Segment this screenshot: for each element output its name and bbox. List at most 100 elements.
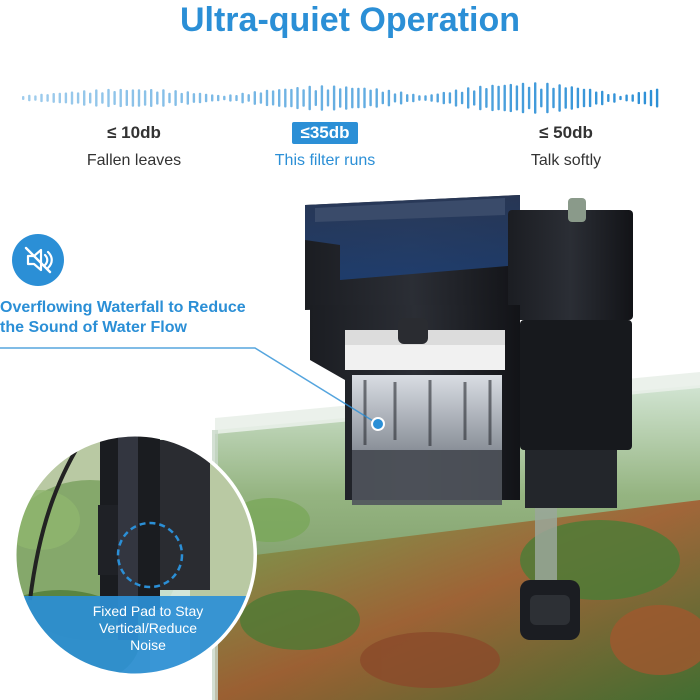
sound-wave-bar: [393, 93, 397, 103]
sound-wave-bar: [113, 91, 116, 105]
sound-wave-bar: [192, 93, 196, 103]
sound-wave-bar: [406, 94, 409, 102]
sound-wave-bar: [46, 94, 49, 102]
sound-wave-bar: [625, 94, 628, 102]
sound-wave-bar: [174, 90, 177, 106]
sound-wave-bar: [314, 90, 317, 106]
sound-wave-bar: [515, 85, 519, 111]
sound-wave-bar: [399, 91, 403, 105]
sound-wave-bar: [119, 88, 122, 108]
sound-wave-bar: [479, 85, 482, 111]
sound-wave-bar: [259, 92, 263, 104]
sound-wave-bar: [412, 93, 415, 103]
sound-wave-bar: [491, 84, 494, 112]
sound-wave-bar: [290, 88, 293, 108]
speaker-mute-icon: [24, 246, 53, 274]
sound-wave-bar: [70, 91, 74, 105]
sound-wave-bar: [546, 82, 549, 114]
sound-wave-bar: [302, 89, 305, 107]
sound-wave-bar: [308, 85, 311, 111]
sound-wave-bar: [582, 88, 586, 108]
sound-wave-bar: [418, 95, 421, 101]
page-title: Ultra-quiet Operation: [179, 1, 521, 39]
sound-wave-bar: [265, 89, 269, 107]
noise-level-filter-value: ≤35db: [292, 122, 358, 144]
sound-wave-bar: [320, 85, 324, 111]
sound-wave-bar: [534, 82, 537, 114]
sound-wave-bar: [619, 95, 622, 101]
sound-wave-bar: [235, 95, 238, 102]
sound-wave-bar: [375, 88, 378, 108]
sound-wave-bar: [198, 92, 202, 104]
sound-wave-bar: [521, 82, 525, 114]
noise-level-low: ≤ 10db Fallen leaves: [44, 122, 224, 172]
fixed-pad-callout-line1: Fixed Pad to Stay: [92, 603, 204, 619]
sound-wave-bar: [473, 90, 476, 106]
sound-wave-bar: [503, 84, 506, 112]
sound-wave-bar: [436, 93, 439, 103]
sound-wave-bar: [381, 91, 384, 105]
speaker-mute-badge: [12, 234, 64, 286]
sound-wave-bar: [211, 94, 214, 102]
sound-wave-bar: [454, 89, 458, 107]
sound-wave-bar: [168, 92, 171, 104]
sound-wave-bar: [357, 87, 360, 109]
sound-wave-bar: [64, 92, 68, 104]
sound-wave-bar: [655, 88, 659, 108]
sound-wave-bar: [643, 91, 647, 105]
sound-wave-bar: [595, 91, 598, 105]
sound-wave-bar: [540, 88, 543, 108]
sound-wave-bar: [332, 85, 336, 111]
sound-wave-bar: [601, 90, 604, 106]
noise-level-low-caption: Fallen leaves: [86, 152, 182, 169]
sound-wave-bar: [467, 87, 470, 109]
sound-wave-bar: [131, 89, 135, 107]
sound-wave-bar: [89, 92, 92, 104]
sound-wave-bar: [271, 90, 275, 106]
sound-wave-bar: [34, 95, 37, 101]
sound-wave-bar: [278, 89, 281, 107]
noise-level-filter: ≤35db This filter runs: [235, 122, 415, 172]
sound-wave-bar: [387, 89, 391, 107]
sound-wave-graphic: [22, 82, 659, 114]
sound-wave-bar: [430, 94, 433, 102]
sound-wave-bar: [637, 92, 640, 105]
sound-wave-bar: [296, 87, 299, 110]
sound-wave-bar: [339, 88, 342, 108]
noise-level-high-caption: Talk softly: [530, 152, 602, 169]
sound-wave-bar: [570, 86, 573, 110]
noise-level-low-value: ≤ 10db: [107, 123, 161, 142]
sound-wave-bar: [552, 87, 555, 109]
sound-wave-bar: [460, 91, 464, 105]
sound-wave-bar: [576, 87, 580, 109]
sound-wave-bar: [631, 94, 634, 102]
sound-wave-bar: [143, 90, 147, 106]
sound-wave-bar: [52, 93, 55, 103]
sound-wave-bar: [485, 88, 488, 108]
waterfall-callout-line1: Overflowing Waterfall to Reduce: [0, 299, 246, 316]
fixed-pad-callout-line2: Vertical/Reduce: [98, 620, 198, 636]
sound-wave-bar: [442, 91, 445, 105]
waterfall-callout: Overflowing Waterfall to Reduce the Soun…: [0, 298, 300, 338]
sound-wave-bar: [204, 93, 208, 103]
sound-wave-bar: [223, 95, 226, 101]
sound-wave-bar: [527, 86, 531, 110]
sound-wave-bar: [180, 92, 183, 104]
sound-wave-bar: [613, 93, 616, 103]
sound-wave-bar: [40, 93, 43, 103]
sound-wave-bar: [369, 89, 372, 107]
sound-wave-bar: [76, 92, 80, 104]
waterfall-callout-line2: the Sound of Water Flow: [0, 319, 187, 336]
noise-level-filter-caption: This filter runs: [274, 152, 376, 169]
sound-wave-bar: [424, 95, 427, 101]
sound-wave-bar: [125, 89, 128, 106]
noise-level-high-value: ≤ 50db: [539, 123, 593, 142]
sound-wave-bar: [156, 91, 159, 105]
sound-wave-bar: [607, 94, 610, 102]
sound-wave-bar: [558, 84, 561, 112]
sound-wave-bar: [22, 96, 25, 100]
sound-wave-bar: [186, 91, 189, 105]
sound-wave-bar: [58, 92, 61, 104]
sound-wave-bar: [101, 92, 104, 104]
